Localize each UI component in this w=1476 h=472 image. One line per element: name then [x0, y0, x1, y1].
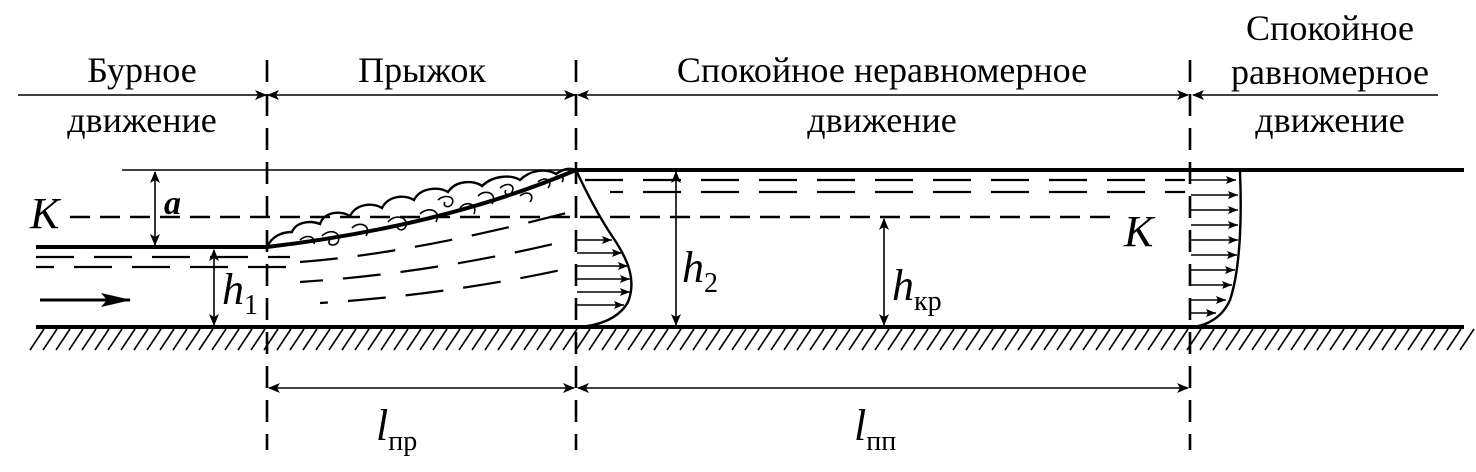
label-subcritical-uniform-line3: движение [1255, 100, 1404, 140]
label-supercritical-line2: движение [67, 100, 216, 140]
svg-text:lпр: lпр [376, 401, 417, 457]
label-a: a [164, 185, 181, 222]
label-hkr: hкр [892, 261, 942, 317]
svg-text:h2: h2 [682, 243, 718, 299]
svg-text:h1: h1 [222, 265, 258, 321]
label-h2: h2 [682, 243, 718, 299]
label-k-left: K [29, 189, 62, 238]
label-h1: h1 [222, 265, 258, 321]
channel-bed [29, 325, 1475, 351]
label-k-right: K [1123, 207, 1156, 256]
label-subcritical-nonuniform-line2: движение [807, 100, 956, 140]
label-l-pr: lпр [376, 401, 417, 457]
svg-text:lпп: lпп [854, 401, 896, 457]
section-lines [265, 60, 1192, 450]
label-subcritical-uniform-line1: Спокойное [1246, 8, 1414, 48]
velocity-profile-uniform [1191, 171, 1242, 329]
water-surfaces [36, 168, 1464, 269]
label-jump: Прыжок [358, 50, 486, 90]
depth-dimensions [150, 171, 889, 326]
svg-text:hкр: hкр [892, 261, 942, 317]
hydraulic-jump-roller [265, 167, 577, 249]
label-l-pp: lпп [854, 401, 896, 457]
velocity-profile-nonuniform [574, 169, 633, 329]
label-subcritical-nonuniform-line1: Спокойное неравномерное [677, 50, 1087, 90]
jump-streamlines [299, 210, 571, 305]
label-supercritical-line1: Бурное [87, 50, 196, 90]
label-subcritical-uniform-line2: равномерное [1231, 52, 1429, 92]
